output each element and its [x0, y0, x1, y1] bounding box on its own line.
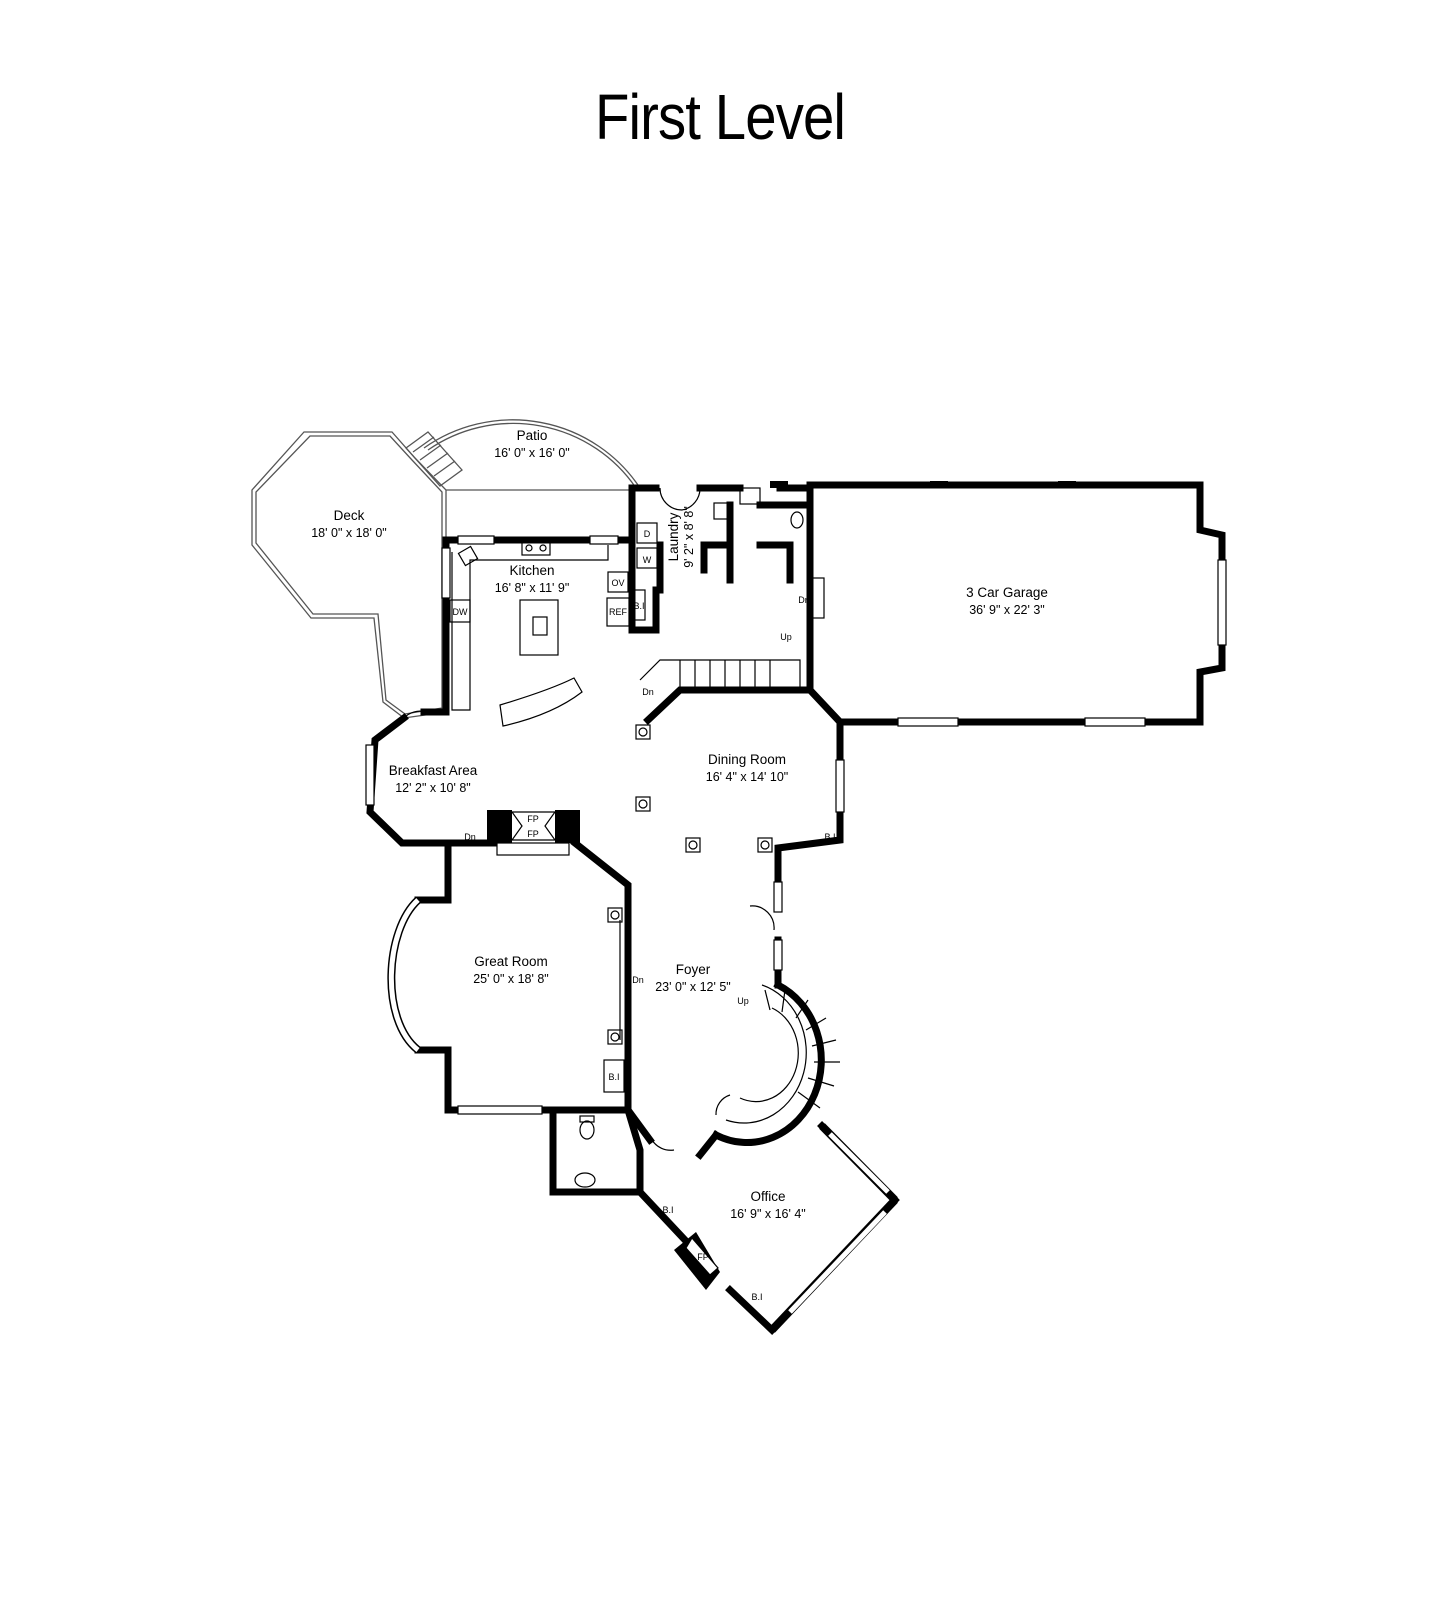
patio-label: Patio [517, 428, 548, 443]
svg-text:FP: FP [527, 814, 539, 824]
svg-text:B.I: B.I [633, 601, 644, 611]
svg-text:B.I: B.I [662, 1205, 673, 1215]
office-fireplace: FP [674, 1232, 720, 1290]
patio-outline [423, 419, 641, 491]
room-labels: Patio 16' 0" x 16' 0" Deck 18' 0" x 18' … [311, 428, 1048, 1221]
breakfast-label: Breakfast Area [389, 763, 478, 778]
dining-dims: 16' 4" x 14' 10" [706, 770, 788, 784]
svg-text:D: D [644, 529, 651, 539]
svg-text:OV: OV [611, 578, 624, 588]
office-label: Office [750, 1189, 785, 1204]
svg-text:W: W [643, 555, 652, 565]
foyer-label: Foyer [676, 962, 711, 977]
laundry-label: Laundry [666, 512, 681, 561]
svg-text:B.I: B.I [608, 1072, 619, 1082]
powder-room-fixtures [574, 1115, 596, 1188]
great-room-steps: Dn Dn [464, 832, 644, 1040]
kitchen-label: Kitchen [509, 563, 554, 578]
dining-label: Dining Room [708, 752, 786, 767]
svg-text:B.I: B.I [824, 832, 835, 842]
svg-text:FP: FP [697, 1252, 709, 1262]
svg-text:DW: DW [453, 607, 468, 617]
laundry-fixtures: D W [636, 487, 804, 569]
great-room-dims: 25' 0" x 18' 8" [473, 972, 549, 986]
laundry-dims: 9' 2" x 8' 8" [682, 506, 696, 568]
svg-text:REF: REF [609, 607, 628, 617]
kitchen-dims: 16' 8" x 11' 9" [495, 581, 570, 595]
office-dims: 16' 9" x 16' 4" [730, 1207, 806, 1221]
built-ins: B.I B.I B.I B.I [603, 832, 836, 1302]
deck-dims: 18' 0" x 18' 0" [311, 526, 387, 540]
deck-label: Deck [334, 508, 365, 523]
svg-text:Dn: Dn [642, 687, 654, 697]
patio-dims: 16' 0" x 16' 0" [494, 446, 570, 460]
breakfast-dims: 12' 2" x 10' 8" [395, 781, 471, 795]
svg-text:Dn: Dn [798, 595, 810, 605]
kitchen-fixtures: DW OV REF B.I [449, 540, 646, 727]
great-room-label: Great Room [474, 954, 548, 969]
svg-text:Up: Up [780, 632, 792, 642]
foyer-dims: 23' 0" x 12' 5" [655, 980, 731, 994]
great-room-fireplace: FP FP [487, 810, 580, 856]
garage-label: 3 Car Garage [966, 585, 1048, 600]
page-title: First Level [594, 81, 846, 153]
doors [403, 487, 775, 1151]
svg-text:Dn: Dn [464, 832, 476, 842]
svg-text:Dn: Dn [632, 975, 644, 985]
svg-text:FP: FP [527, 829, 539, 839]
windows [365, 481, 1227, 1115]
garage-dims: 36' 9" x 22' 3" [969, 603, 1045, 617]
deck-stairs [405, 431, 463, 487]
basement-stair: Dn Up [639, 632, 801, 697]
garage-steps: Dn [798, 577, 825, 619]
columns [607, 724, 773, 1045]
svg-text:B.I: B.I [751, 1292, 762, 1302]
walls [366, 481, 1226, 1335]
svg-text:Up: Up [737, 996, 749, 1006]
foyer-curved-staircase: Up [725, 984, 840, 1124]
